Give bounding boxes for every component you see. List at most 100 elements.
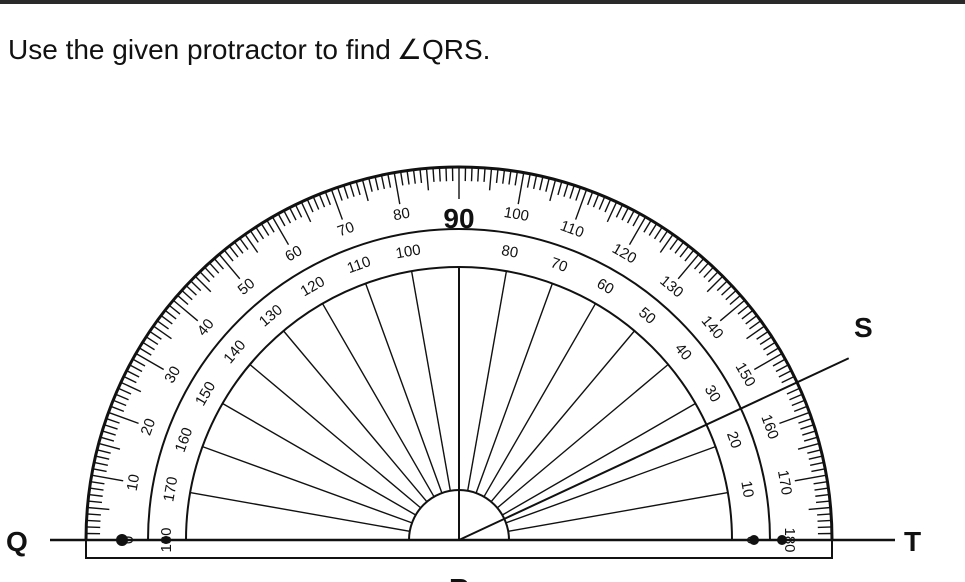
protractor-spoke (483, 303, 597, 498)
tick-mark (289, 207, 297, 221)
ray-RS (458, 357, 850, 541)
tick-mark (120, 381, 142, 393)
protractor-spoke (501, 402, 696, 516)
tick-mark (477, 167, 480, 182)
tick-mark (575, 187, 582, 201)
tick-mark (549, 179, 557, 202)
tick-mark (517, 172, 525, 205)
protractor-spoke (282, 330, 428, 503)
tick-mark (574, 189, 588, 220)
tick-mark (798, 417, 812, 424)
protractor-spoke (508, 491, 728, 533)
tick-mark (399, 171, 404, 186)
tick-mark (706, 275, 724, 293)
tick-mark (729, 294, 741, 306)
tick-mark (793, 405, 808, 412)
center-90-label: 90 (443, 203, 474, 234)
protractor-spoke (410, 271, 452, 491)
tick-mark (703, 266, 714, 278)
zero-mark-left-2 (162, 536, 170, 544)
tick-mark (753, 352, 783, 371)
protractor-spoke (190, 491, 410, 533)
tick-mark (628, 216, 647, 246)
tick-mark (104, 424, 118, 430)
tick-mark (425, 168, 430, 191)
point-label-T: T (904, 526, 921, 557)
outer-scale-label: 30 (161, 363, 184, 386)
tick-mark (249, 230, 259, 243)
tick-mark (349, 183, 355, 197)
tick-mark (488, 168, 493, 191)
point-label-R: R (449, 573, 469, 582)
tick-mark (587, 191, 594, 206)
tick-mark (194, 275, 212, 293)
tick-mark (775, 364, 789, 373)
tick-mark (438, 167, 441, 182)
outer-scale-label: 100 (503, 204, 531, 225)
tick-mark (87, 500, 103, 504)
outer-scale-label: 170 (774, 469, 795, 497)
tick-mark (98, 442, 121, 450)
tick-mark (737, 304, 750, 315)
outer-scale-label: 60 (282, 242, 305, 265)
tick-mark (725, 289, 737, 301)
tick-mark (778, 370, 792, 378)
tick-mark (135, 352, 165, 371)
tick-mark (153, 325, 172, 340)
tick-mark (759, 336, 773, 346)
tick-mark (185, 285, 197, 296)
tick-mark (94, 461, 108, 467)
tick-mark (698, 262, 710, 274)
angle-name: QRS. (421, 34, 491, 65)
tick-mark (86, 513, 101, 516)
question-text: Use the given protractor to find∠QRS. (8, 33, 490, 66)
tick-mark (794, 474, 827, 482)
tick-mark (707, 271, 719, 283)
tick-mark (669, 237, 679, 250)
protractor-base (85, 539, 833, 559)
point-label-S: S (854, 312, 873, 343)
tick-mark (569, 185, 575, 199)
tick-mark (483, 167, 486, 182)
protractor-spoke (496, 363, 669, 509)
tick-mark (244, 234, 259, 253)
tick-mark (653, 226, 663, 240)
tick-mark (659, 234, 674, 253)
protractor-spoke (364, 283, 443, 494)
tick-mark (142, 341, 155, 351)
tick-mark (772, 358, 786, 367)
zero-mark-right (749, 535, 759, 545)
tick-mark (343, 185, 349, 199)
tick-mark (626, 210, 635, 224)
tick-mark (266, 219, 275, 233)
tick-mark (380, 175, 386, 189)
angle-symbol: ∠ (396, 34, 422, 65)
tick-mark (648, 223, 658, 236)
protractor-spoke (466, 271, 508, 491)
tick-mark (294, 204, 303, 218)
tick-mark (563, 183, 569, 197)
tick-mark (811, 468, 826, 473)
tick-mark (789, 393, 803, 401)
tick-mark (604, 198, 612, 213)
tick-mark (96, 449, 111, 454)
tick-mark (190, 280, 202, 292)
tick-mark (606, 201, 618, 223)
tick-mark (88, 493, 103, 497)
tick-mark (336, 187, 343, 201)
tick-mark (300, 201, 312, 223)
tick-mark (621, 207, 629, 221)
tick-mark (779, 411, 810, 425)
protractor-spoke (490, 330, 636, 503)
tick-mark (557, 181, 563, 196)
tick-mark (786, 387, 801, 395)
tick-mark (213, 258, 225, 270)
tick-mark (361, 179, 369, 202)
tick-mark (802, 430, 816, 436)
tick-mark (763, 341, 776, 351)
inner-scale-label: 30 (701, 382, 724, 405)
protractor-spoke (222, 402, 417, 516)
tick-mark (145, 336, 159, 346)
tick-mark (539, 176, 544, 191)
inner-scale-label: 80 (500, 242, 519, 262)
